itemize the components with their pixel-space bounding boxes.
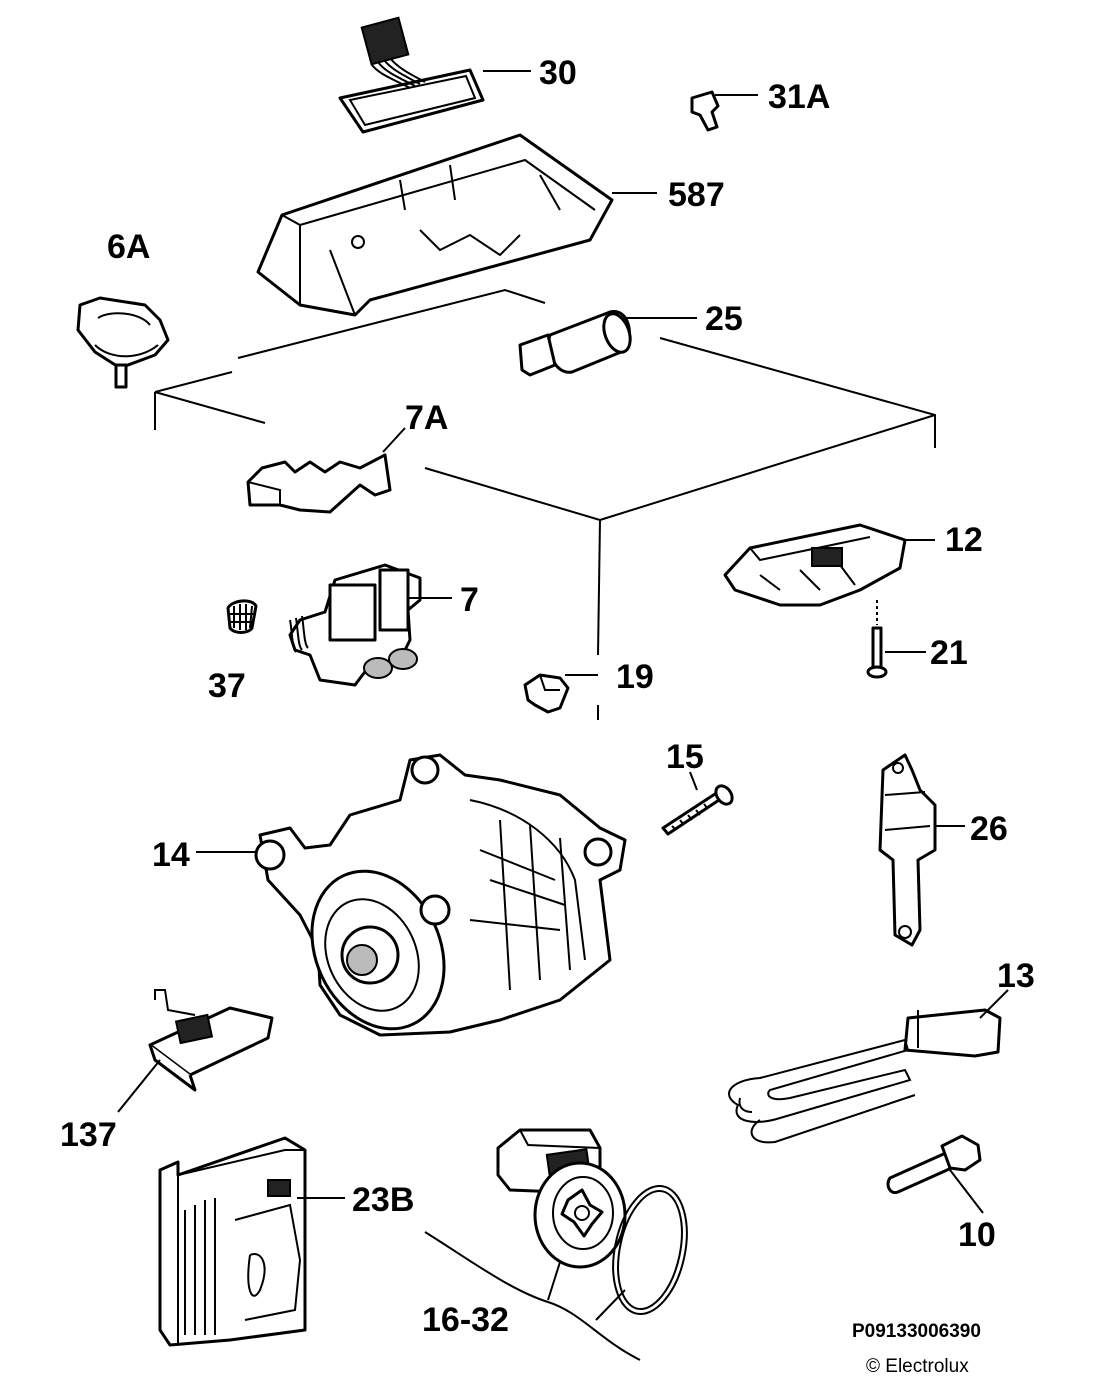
part-13-heating-element[interactable] — [728, 989, 1009, 1144]
part-587-control-frame[interactable] — [256, 133, 657, 317]
label-19: 19 — [616, 658, 654, 696]
label-16-32: 16-32 — [422, 1301, 509, 1339]
part-37-filter[interactable] — [226, 599, 258, 634]
part-25-capacitor[interactable] — [518, 310, 697, 377]
part-10-sensor[interactable] — [886, 1134, 984, 1214]
label-31a: 31A — [768, 78, 830, 116]
label-23b: 23B — [352, 1181, 414, 1219]
part-21-screw[interactable] — [866, 600, 926, 679]
copyright: © Electrolux — [866, 1356, 969, 1377]
label-10: 10 — [958, 1216, 996, 1254]
part-30-display-board[interactable] — [338, 16, 531, 134]
part-12-door-lock[interactable] — [723, 523, 935, 607]
label-137: 137 — [60, 1116, 117, 1154]
label-587: 587 — [668, 176, 725, 214]
part-137-control-module[interactable] — [117, 989, 274, 1113]
label-26: 26 — [970, 810, 1008, 848]
diagram-code: P09133006390 — [852, 1321, 981, 1342]
label-37: 37 — [208, 667, 246, 705]
part-7-inlet-valve[interactable] — [288, 563, 452, 687]
label-7: 7 — [460, 581, 479, 619]
label-14: 14 — [152, 836, 190, 874]
label-21: 21 — [930, 634, 968, 672]
part-19-clip[interactable] — [523, 673, 598, 714]
label-7a: 7A — [405, 399, 448, 437]
part-7a-bracket[interactable] — [246, 427, 406, 514]
label-30: 30 — [539, 54, 577, 92]
part-16-32-drain-pump[interactable] — [424, 1128, 698, 1361]
part-23b-electronic-module[interactable] — [158, 1136, 345, 1347]
label-25: 25 — [705, 300, 743, 338]
label-12: 12 — [945, 521, 983, 559]
label-6a: 6A — [107, 228, 150, 266]
part-26-sensor-bracket[interactable] — [878, 753, 965, 947]
part-14-motor[interactable] — [196, 753, 627, 1051]
part-15-screw[interactable] — [661, 771, 735, 836]
part-6a-pressure-switch[interactable] — [76, 296, 170, 389]
part-31a-switch[interactable] — [690, 90, 758, 132]
cabinet-frame-lines — [154, 288, 936, 720]
label-15: 15 — [666, 738, 704, 776]
label-13: 13 — [997, 957, 1035, 995]
